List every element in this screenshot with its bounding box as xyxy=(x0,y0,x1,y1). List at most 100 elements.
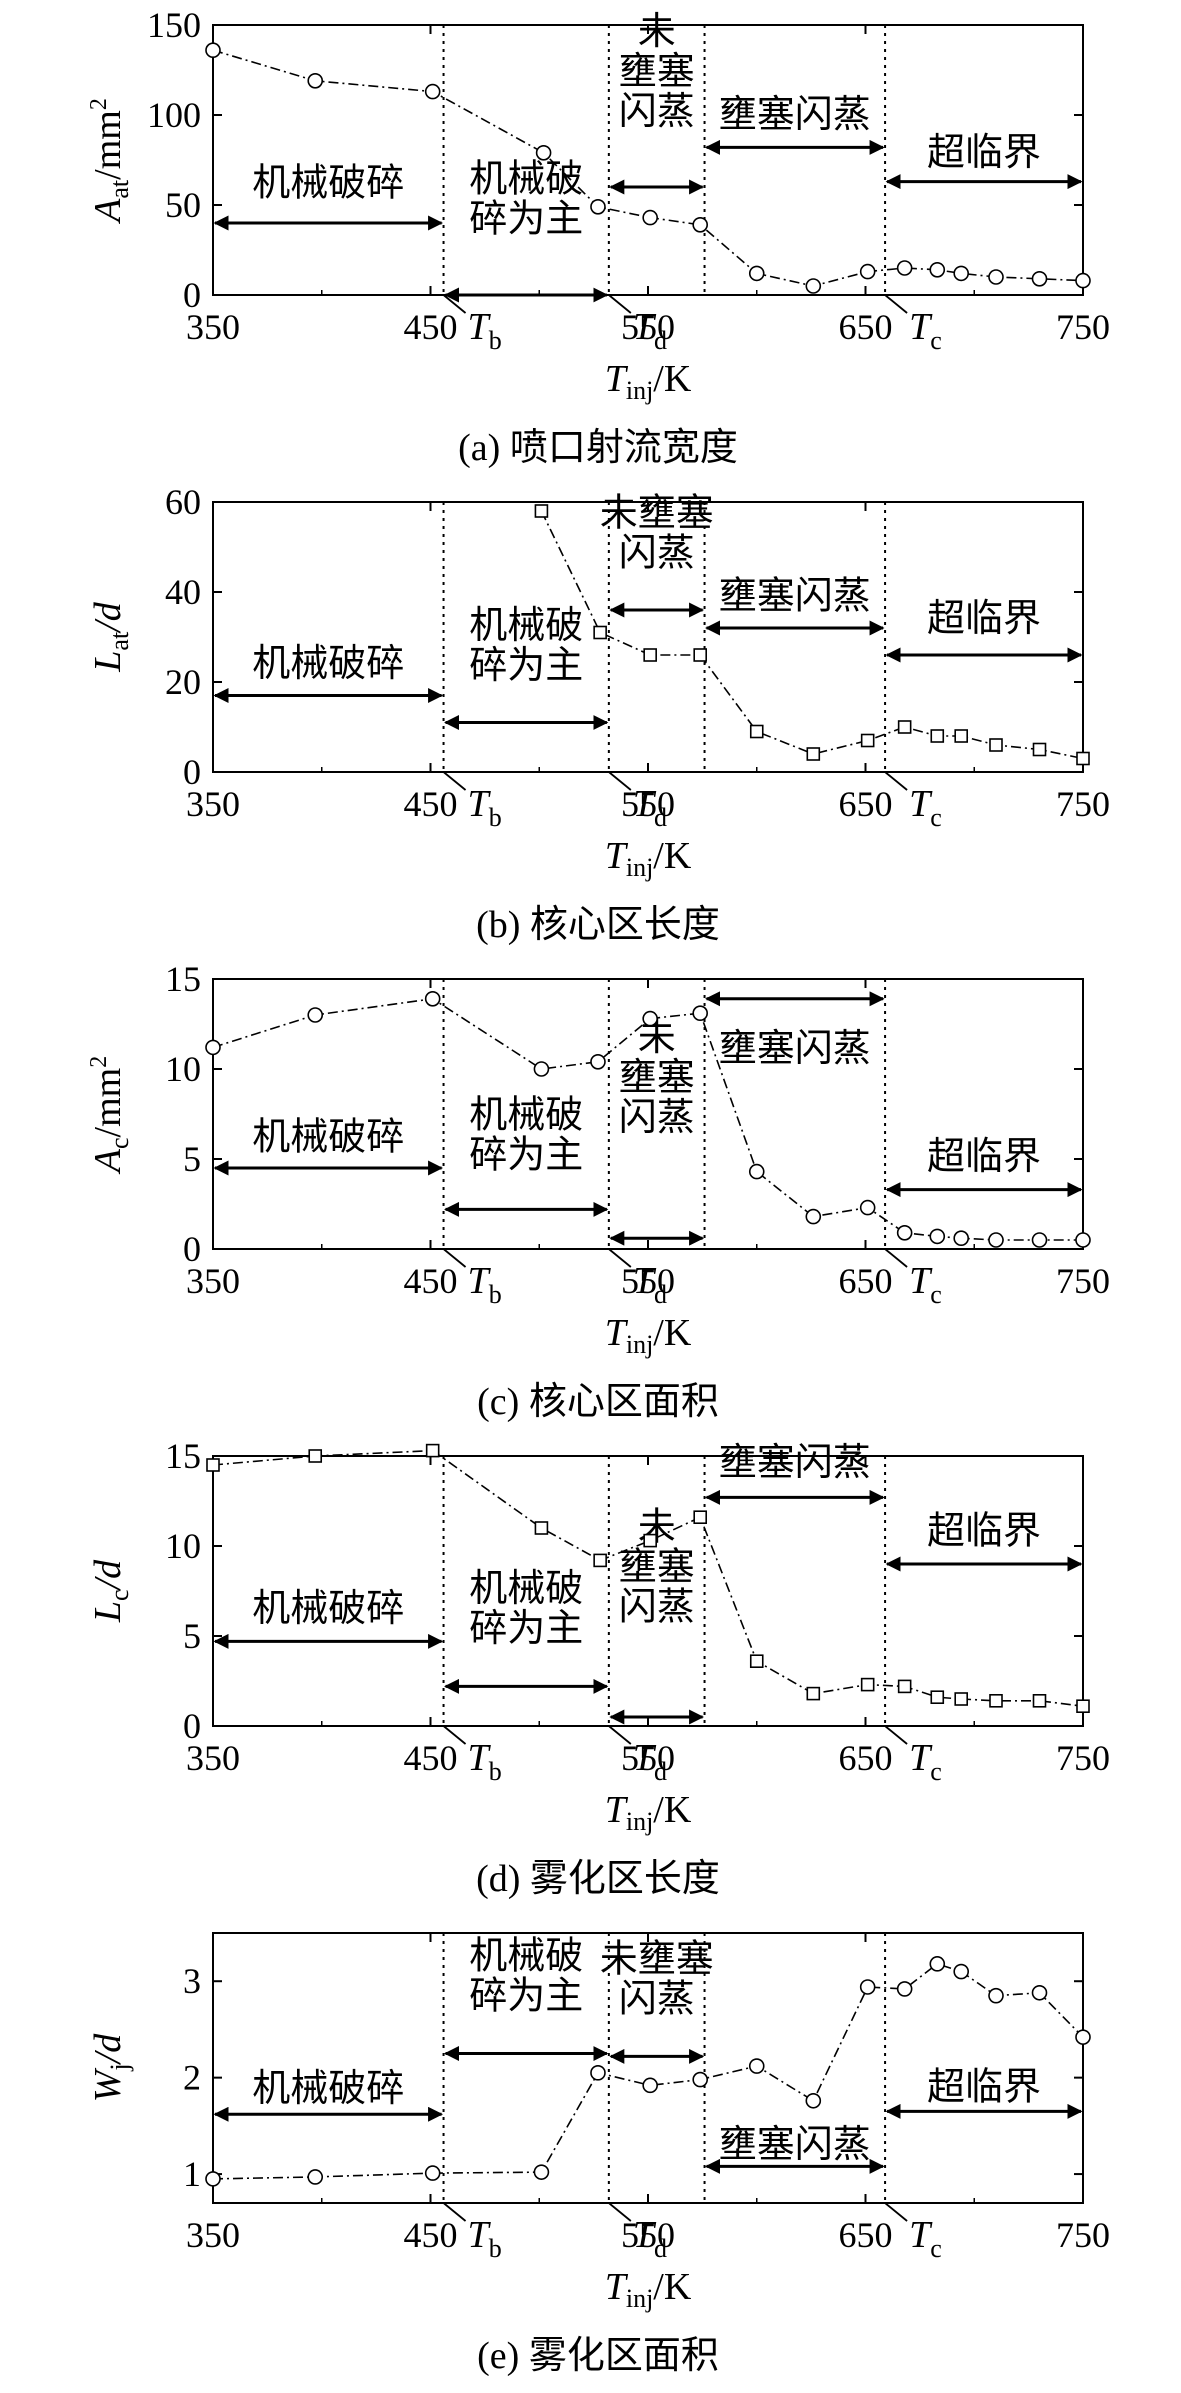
temp-label-symbol: T xyxy=(909,1737,933,1779)
temp-label-sub: b xyxy=(489,803,502,832)
temp-label-symbol: T xyxy=(633,783,657,825)
data-point xyxy=(693,1510,708,1524)
regime-label: 闪蒸 xyxy=(619,531,695,575)
regime-label: 机械破 xyxy=(469,157,583,201)
data-point xyxy=(534,504,549,518)
temp-label-sub: d xyxy=(654,1280,667,1309)
temp-label-leader xyxy=(442,1248,467,1268)
data-point xyxy=(205,1039,221,1056)
data-point xyxy=(929,261,946,278)
data-point xyxy=(860,1677,875,1692)
regime-label: 机械破碎 xyxy=(252,2066,404,2110)
temp-label-leader xyxy=(884,1725,908,1745)
regime-label: 未壅塞 xyxy=(600,491,714,535)
x-tick-label: 350 xyxy=(186,784,240,824)
y-axis-label-symbol: A xyxy=(87,1148,129,1175)
regime-label: 闪蒸 xyxy=(619,1095,695,1139)
temp-label-c: Tc xyxy=(909,1260,942,1309)
panel-caption: (d) 雾化区长度 xyxy=(476,1858,720,1900)
series-line xyxy=(212,49,1084,287)
temp-label-c: Tc xyxy=(909,783,942,832)
x-tick-label: 350 xyxy=(186,1738,240,1778)
y-tick-label: 3 xyxy=(183,1961,201,2001)
regime-label: 超临界 xyxy=(927,2064,1041,2108)
y-axis-label-unit: /mm xyxy=(87,110,129,180)
data-point xyxy=(1075,272,1091,289)
y-axis-label-sup: 2 xyxy=(86,98,112,110)
data-point xyxy=(1032,742,1047,757)
data-point xyxy=(859,1979,876,1995)
temp-label-leader xyxy=(884,294,908,314)
data-point xyxy=(953,1230,970,1246)
x-axis-label: Tinj/K xyxy=(605,835,692,882)
y-axis-label-symbol: L xyxy=(87,1601,129,1623)
data-point xyxy=(806,1686,821,1701)
data-point xyxy=(307,2169,324,2185)
data-point xyxy=(533,2164,550,2180)
temp-label-leader xyxy=(608,294,632,314)
data-point xyxy=(860,733,875,748)
data-point xyxy=(307,73,324,89)
data-point xyxy=(989,738,1003,752)
y-tick-label: 50 xyxy=(165,185,201,225)
panel-caption: (b) 核心区长度 xyxy=(476,904,720,946)
regime-label: 壅塞闪蒸 xyxy=(719,574,871,618)
data-point xyxy=(953,1963,970,1980)
regime-label: 机械破 xyxy=(469,1566,583,1610)
temp-label-leader xyxy=(884,1248,908,1268)
y-tick-label: 10 xyxy=(165,1526,201,1566)
x-tick-label: 450 xyxy=(404,1261,458,1301)
y-axis-label-sup: 2 xyxy=(86,1056,112,1068)
temp-label-d: Td xyxy=(633,1737,667,1786)
data-point xyxy=(1075,2029,1091,2045)
regime-label: 未 xyxy=(638,9,676,53)
temp-label-leader xyxy=(884,771,908,791)
regime-label: 超临界 xyxy=(927,596,1041,640)
data-point xyxy=(307,1007,324,1023)
data-point xyxy=(205,2171,221,2187)
temp-label-d: Td xyxy=(633,783,667,832)
data-point xyxy=(590,1054,606,1070)
panel-caption: (e) 雾化区面积 xyxy=(477,2335,719,2377)
x-tick-label: 650 xyxy=(839,2215,893,2255)
data-point xyxy=(748,2058,765,2074)
temp-label-b: Tb xyxy=(468,306,502,355)
x-axis-label-sub: inj xyxy=(626,1330,653,1359)
data-point xyxy=(590,2065,606,2081)
temp-label-d: Td xyxy=(633,2214,667,2263)
regime-label: 壅塞闪蒸 xyxy=(719,2122,871,2166)
x-axis-label-unit: /K xyxy=(653,2266,692,2308)
regime-label: 机械破碎 xyxy=(252,1114,404,1158)
data-point xyxy=(643,1533,657,1548)
y-axis-label-sub: at xyxy=(105,631,134,651)
data-point xyxy=(692,1005,709,1022)
x-axis-label: Tinj/K xyxy=(605,1312,692,1359)
y-axis-label: Wj/d xyxy=(87,2033,134,2102)
data-point xyxy=(896,1225,913,1241)
y-tick-label: 0 xyxy=(183,1706,201,1746)
regime-label: 机械破 xyxy=(469,1093,583,1137)
temp-label-sub: d xyxy=(654,326,667,355)
data-point xyxy=(692,217,709,233)
panel-caption: (c) 核心区面积 xyxy=(477,1381,719,1423)
temp-label-leader xyxy=(608,1725,632,1745)
temp-label-leader xyxy=(884,2202,908,2222)
y-tick-label: 5 xyxy=(183,1616,201,1656)
data-point xyxy=(930,1690,945,1704)
temp-label-sub: d xyxy=(654,2234,667,2263)
x-axis-label-unit: /K xyxy=(653,835,692,877)
x-axis-label-unit: /K xyxy=(653,1789,692,1831)
temp-label-symbol: T xyxy=(468,783,492,825)
y-axis-label: Lat/d xyxy=(87,601,134,672)
temp-label-symbol: T xyxy=(633,1260,657,1302)
temp-label-symbol: T xyxy=(909,1260,933,1302)
series-line xyxy=(212,1962,1084,2180)
temp-label-leader xyxy=(442,1725,467,1745)
temp-label-sub: c xyxy=(930,2234,942,2263)
temp-label-b: Tb xyxy=(468,1260,502,1309)
data-point xyxy=(748,265,765,282)
